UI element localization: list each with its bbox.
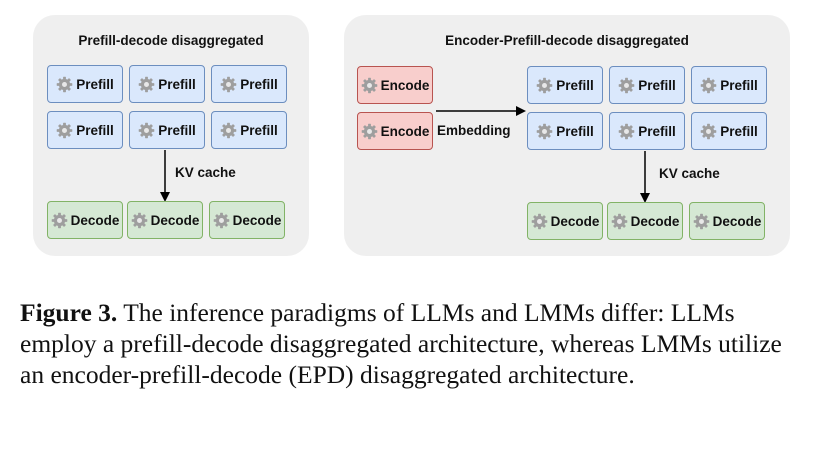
prefill-label: Prefill — [158, 76, 196, 92]
prefill-label: Prefill — [76, 76, 114, 92]
caption-text: The inference paradigms of LLMs and LMMs… — [20, 298, 782, 389]
left-prefill-4: Prefill — [47, 111, 123, 149]
decode-label: Decode — [232, 212, 282, 228]
prefill-label: Prefill — [240, 76, 278, 92]
left-prefill-3: Prefill — [211, 65, 287, 103]
decode-label: Decode — [550, 213, 600, 229]
encode-label: Encode — [380, 123, 430, 139]
gear-icon — [611, 213, 628, 230]
encode-1: Encode — [357, 66, 433, 104]
right-prefill-6: Prefill — [691, 112, 767, 150]
prefill-label: Prefill — [556, 123, 594, 139]
gear-icon — [213, 212, 230, 229]
prefill-label: Prefill — [638, 77, 676, 93]
decode-label: Decode — [150, 212, 200, 228]
gear-icon — [220, 76, 237, 93]
encode-label: Encode — [380, 77, 430, 93]
gear-icon — [361, 77, 378, 94]
left-kv-cache-arrow — [160, 150, 170, 202]
prefill-label: Prefill — [720, 77, 758, 93]
left-panel-title: Prefill-decode disaggregated — [78, 33, 264, 48]
gear-icon — [220, 122, 237, 139]
right-kv-cache-arrow — [640, 151, 650, 203]
right-panel-title: Encoder-Prefill-decode disaggregated — [445, 33, 689, 48]
gear-icon — [618, 77, 635, 94]
left-prefill-2: Prefill — [129, 65, 205, 103]
left-decode-3: Decode — [209, 201, 285, 239]
prefill-label: Prefill — [720, 123, 758, 139]
gear-icon — [51, 212, 68, 229]
gear-icon — [361, 123, 378, 140]
embedding-arrow — [436, 106, 526, 116]
gear-icon — [138, 122, 155, 139]
right-prefill-3: Prefill — [691, 66, 767, 104]
right-prefill-2: Prefill — [609, 66, 685, 104]
decode-label: Decode — [712, 213, 762, 229]
left-prefill-1: Prefill — [47, 65, 123, 103]
gear-icon — [131, 212, 148, 229]
left-prefill-6: Prefill — [211, 111, 287, 149]
caption-label: Figure 3. — [20, 298, 118, 327]
encode-2: Encode — [357, 112, 433, 150]
left-decode-2: Decode — [127, 201, 203, 239]
left-kv-cache-label: KV cache — [175, 165, 236, 180]
right-decode-1: Decode — [527, 202, 603, 240]
left-prefill-5: Prefill — [129, 111, 205, 149]
right-decode-3: Decode — [689, 202, 765, 240]
gear-icon — [56, 122, 73, 139]
gear-icon — [531, 213, 548, 230]
right-kv-cache-label: KV cache — [659, 166, 720, 181]
right-prefill-5: Prefill — [609, 112, 685, 150]
gear-icon — [700, 123, 717, 140]
figure-caption: Figure 3. The inference paradigms of LLM… — [20, 297, 800, 390]
prefill-label: Prefill — [240, 122, 278, 138]
gear-icon — [536, 77, 553, 94]
embedding-label: Embedding — [437, 123, 511, 138]
left-decode-1: Decode — [47, 201, 123, 239]
gear-icon — [618, 123, 635, 140]
prefill-label: Prefill — [556, 77, 594, 93]
prefill-label: Prefill — [638, 123, 676, 139]
prefill-label: Prefill — [158, 122, 196, 138]
right-prefill-4: Prefill — [527, 112, 603, 150]
decode-label: Decode — [630, 213, 680, 229]
gear-icon — [536, 123, 553, 140]
gear-icon — [56, 76, 73, 93]
gear-icon — [700, 77, 717, 94]
decode-label: Decode — [70, 212, 120, 228]
gear-icon — [693, 213, 710, 230]
prefill-label: Prefill — [76, 122, 114, 138]
right-decode-2: Decode — [607, 202, 683, 240]
right-prefill-1: Prefill — [527, 66, 603, 104]
gear-icon — [138, 76, 155, 93]
